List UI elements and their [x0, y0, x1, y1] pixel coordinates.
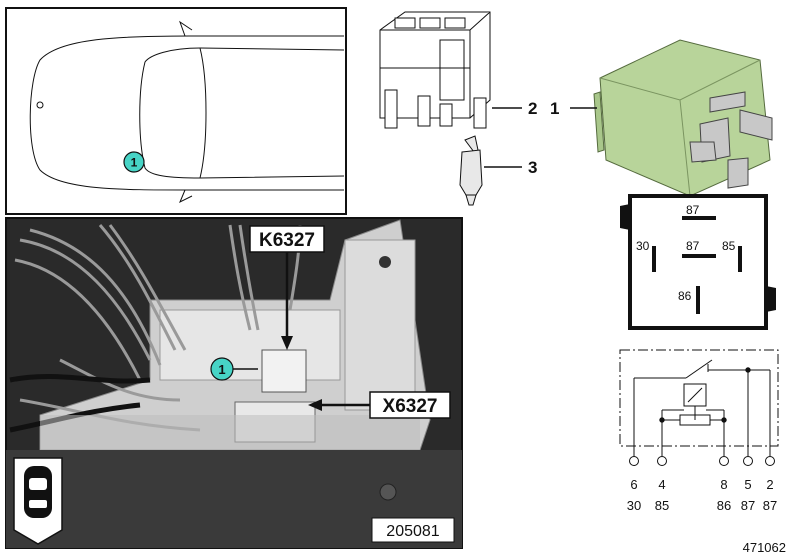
- connector-pin-8: 8: [720, 477, 727, 492]
- relay-pins: [689, 91, 773, 189]
- relay-pin-layout: 87 30 87 85 86: [620, 194, 776, 330]
- item3-callout: 3: [528, 158, 537, 177]
- pin-label-86: 86: [678, 289, 692, 303]
- relay-label: K6327: [259, 230, 315, 251]
- connector-label-box: [369, 391, 451, 419]
- car-cabin-outline: [139, 47, 345, 179]
- pin-87-top: [682, 216, 716, 220]
- pin-label-87-top: 87: [686, 203, 700, 217]
- car-filler-cap: [36, 101, 44, 109]
- car-location-marker-label: 1: [131, 156, 138, 170]
- circuit-pin-numbers: 6 4 8 5 2 30 85 86 87 87: [627, 477, 777, 513]
- relay-switch-contact: [685, 359, 713, 379]
- pin-85: [738, 246, 742, 272]
- car-mirror-left: [179, 20, 193, 37]
- pin-label-87-center: 87: [686, 239, 700, 253]
- housing-side-wall: [344, 239, 416, 411]
- diagram-number: 471062: [743, 540, 786, 555]
- car-view-frame: [5, 7, 347, 215]
- terminal-87b: 87: [763, 498, 777, 513]
- connector-housing-drawing: [379, 11, 491, 129]
- relay-tab: [593, 91, 605, 153]
- housing-hole: [379, 256, 391, 268]
- relay-in-photo: [261, 349, 307, 393]
- relay-drawing: [593, 39, 773, 197]
- car-location-marker: [123, 151, 145, 173]
- photo-number: 205081: [386, 523, 439, 540]
- car-icon: [24, 466, 52, 518]
- relay-label-arrowhead: [281, 336, 293, 350]
- installation-photo: K6327 X6327 1 205081: [5, 217, 463, 549]
- photo-bottom-area: [6, 450, 462, 548]
- car-mirror-right: [179, 189, 193, 204]
- bolt: [379, 483, 397, 501]
- connector-pin-6: 6: [630, 477, 637, 492]
- housing-front-edge: [40, 415, 420, 450]
- car-body-outline: [29, 35, 344, 191]
- connector-label: X6327: [383, 396, 438, 417]
- terminal-drawing: [459, 135, 483, 206]
- vehicle-position-badge: [13, 457, 63, 545]
- item1-callout: 1: [550, 99, 559, 118]
- car-location-view: 1: [5, 7, 347, 215]
- photo-marker-label: 1: [218, 362, 225, 377]
- item2-callout: 2: [528, 99, 537, 118]
- pin-label-85: 85: [722, 239, 736, 253]
- connector-label-arrowhead: [308, 399, 322, 411]
- car-windshield: [199, 47, 207, 179]
- pin-label-30: 30: [636, 239, 650, 253]
- pin-87-center: [682, 254, 716, 258]
- connector-pin-2: 2: [766, 477, 773, 492]
- pin-30: [652, 246, 656, 272]
- terminal-30: 30: [627, 498, 641, 513]
- terminal-85: 85: [655, 498, 669, 513]
- pin-86: [696, 286, 700, 314]
- schematic-boundary: [619, 349, 779, 447]
- connector-pin-4: 4: [658, 477, 665, 492]
- terminal-86: 86: [717, 498, 731, 513]
- connector-pin-5: 5: [744, 477, 751, 492]
- relay-label-box: [249, 225, 325, 253]
- relay-circuit-schematic: [619, 349, 779, 466]
- terminal-87: 87: [741, 498, 755, 513]
- photo-number-box: [371, 517, 455, 543]
